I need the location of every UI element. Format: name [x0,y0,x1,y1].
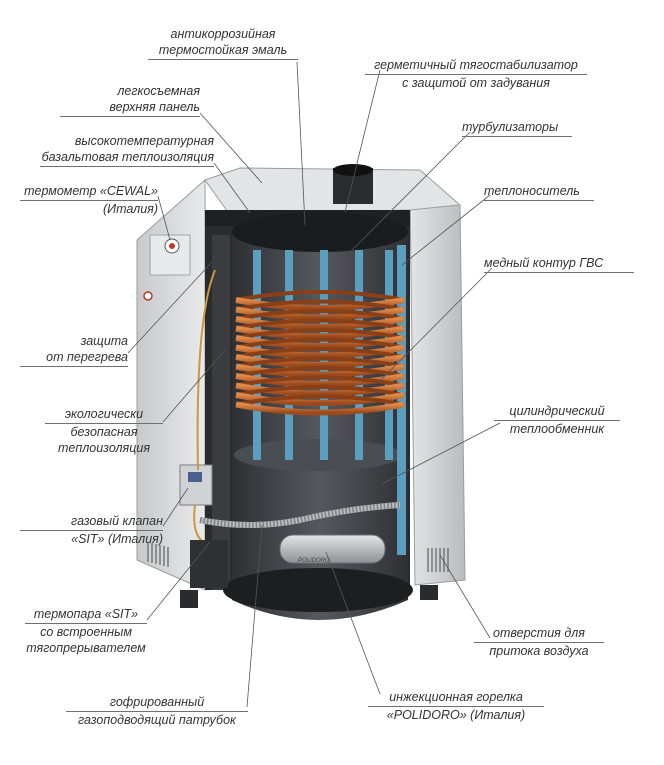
gas-system [179,269,401,588]
label-stabilizer: герметичный тягостабилизатор с защитой о… [365,57,587,91]
label-copper-dhw: медный контур ГВС [484,255,634,273]
coil-turn [235,401,405,416]
coil-turn [235,297,405,311]
top-panel [204,167,462,216]
casing-right-wall [409,194,466,586]
leader-eco [162,349,226,423]
label-air-holes: отверстия для притока воздуха [474,625,604,659]
coil-turn-back [235,290,405,302]
exchanger-top [232,212,408,252]
label-thermocouple: термопара «SIT» со встроенным тягопрерыв… [25,607,147,655]
gas-valve-label [188,472,202,482]
coil-turn [235,382,405,397]
coil-turn-back [235,394,405,407]
leader-turbulizers [349,131,471,253]
gas-corrugated-pipe [199,502,401,528]
base-foot-left [180,590,198,608]
burner-base-disk [223,568,413,612]
coil-turn [235,344,405,359]
coil-turn [235,335,405,349]
label-top-panel: легкосъемная верхняя панель [60,83,200,117]
coil-turn-back [235,318,405,331]
label-overheat: защита от перегрева [20,333,128,367]
coil-turn-back [235,309,405,321]
label-coolant: теплоноситель [484,183,594,201]
label-gas-valve: газовый клапан «SIT» (Италия) [20,513,163,547]
coil-turn-back [235,347,405,359]
coolant-pipe [397,245,406,555]
burner-marking: POLIDORO [298,558,330,564]
coil-turn-back [235,328,405,340]
coil-turn [235,316,405,330]
copper-dhw-coil [235,290,405,416]
coil-turn-back [235,385,405,397]
valve-bracket [190,540,228,588]
burner-tube [279,534,386,564]
leader-coolant [401,194,491,266]
coil-turn [235,354,405,368]
gas-valve-body [179,464,213,506]
leader-gas-valve [162,487,189,527]
coil-turn [235,373,405,387]
leader-basalt [213,162,251,214]
flue-opening [333,164,373,176]
label-turbulizers: турбулизаторы [462,119,572,137]
coil-turn [235,363,405,378]
left-air-vents [147,542,169,567]
left-insulation-panel [212,235,230,590]
label-enamel: антикоррозийная термостойкая эмаль [148,26,298,60]
coil-turn [235,306,405,321]
leader-overheat [127,261,213,354]
leader-thermometer [157,195,171,241]
label-thermometer: термометр «CEWAL» (Италия) [20,183,158,217]
thermometer-indicator [169,243,175,249]
boiler-casing [136,167,466,608]
coil-turn-back [235,337,405,350]
injection-burner: POLIDORO [223,534,413,612]
coil-turn [235,325,405,340]
leader-heat-exchanger [381,422,501,485]
right-air-vents [427,548,449,572]
coil-turn-back [235,366,405,378]
coil-turn-back [235,356,405,369]
leader-air-holes [439,554,491,639]
leader-top-panel [199,112,263,184]
front-badge-icon [143,291,153,301]
coil-turn-back [235,375,405,388]
leader-copper [377,267,493,384]
label-heat-exchanger: цилиндрический теплообменник [494,403,620,437]
base-foot-right [420,585,438,600]
leader-stabilizer [344,69,381,213]
label-eco-insulation: экологически безопасная теплоизоляция [45,406,163,456]
leader-gas-pipe [246,524,263,708]
coil-turn-back [235,299,405,312]
label-basalt: высокотемпературная базальтовая теплоизо… [40,133,214,167]
label-burner: инжекционная горелка «POLIDORO» (Италия) [368,689,544,723]
leader-thermocouple [146,541,211,621]
leader-enamel [296,61,306,226]
label-gas-pipe: гофрированный газоподводящий патрубок [66,694,248,728]
overheat-capillary [196,269,216,471]
leader-burner [325,551,381,695]
leader-lines [127,61,501,708]
coil-turn [235,392,405,406]
